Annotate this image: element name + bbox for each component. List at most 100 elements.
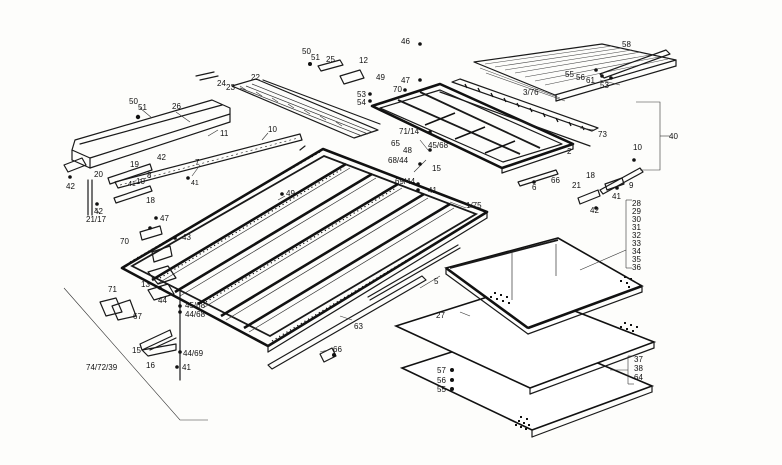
label-56b: 56	[437, 376, 446, 385]
label-1-75: 1/75	[466, 201, 482, 210]
bottom-left-feet	[99, 297, 177, 357]
label-74-72-39: 74/72/39	[86, 363, 118, 372]
label-41b: 41	[191, 180, 199, 187]
label-42c: 42	[94, 207, 103, 216]
label-42: 42	[157, 153, 166, 162]
rail-3-76	[439, 78, 599, 147]
top-right-subframe	[370, 82, 575, 174]
label-2: 2	[567, 147, 572, 156]
label-65: 65	[391, 139, 400, 148]
top-panel-1	[444, 237, 644, 335]
part-labels: 50 51 25 12 46 47 70 49 53 54 24 22 23 5…	[66, 37, 678, 394]
label-5: 5	[434, 277, 439, 286]
label-10: 10	[268, 125, 277, 134]
fasteners	[68, 42, 636, 391]
label-67: 67	[133, 312, 142, 321]
leader-lines	[94, 79, 621, 353]
bracket-28-36	[579, 199, 632, 271]
label-38: 38	[634, 364, 643, 373]
label-6: 6	[532, 183, 537, 192]
label-70b: 70	[120, 237, 129, 246]
right-small-parts	[517, 167, 644, 205]
label-13: 13	[141, 280, 150, 289]
label-49: 49	[376, 73, 385, 82]
label-15b: 15	[132, 346, 141, 355]
label-32: 32	[632, 231, 641, 240]
label-42b: 42	[66, 182, 75, 191]
label-63: 63	[354, 322, 363, 331]
label-8: 8	[147, 171, 152, 180]
top-grid-22	[231, 78, 381, 139]
label-66a: 66	[551, 176, 560, 185]
label-57: 57	[437, 366, 446, 375]
long-bars	[267, 244, 461, 370]
label-18b: 18	[586, 171, 595, 180]
label-24: 24	[217, 79, 226, 88]
label-55: 55	[565, 70, 574, 79]
label-31: 31	[632, 223, 641, 232]
label-50b: 50	[129, 97, 138, 106]
label-3-76: 3/76	[523, 88, 539, 97]
label-51b: 51	[138, 103, 147, 112]
top-left-rail	[63, 99, 231, 173]
label-26: 26	[172, 102, 181, 111]
label-44-69: 44/69	[183, 349, 204, 358]
label-56: 56	[576, 73, 585, 82]
subframe-slats	[424, 112, 516, 154]
label-47: 47	[401, 76, 410, 85]
frame-cross-bars	[151, 162, 455, 333]
bracket-74	[63, 287, 208, 421]
label-43: 43	[182, 233, 191, 242]
label-35: 35	[632, 255, 641, 264]
label-11: 11	[220, 129, 229, 138]
label-23: 23	[226, 83, 235, 92]
label-10c: 10	[633, 143, 642, 152]
label-22: 22	[251, 73, 260, 82]
label-54: 54	[357, 98, 366, 107]
label-53: 53	[357, 90, 366, 99]
label-71: 71	[108, 285, 117, 294]
label-44: 44	[158, 296, 167, 305]
label-66b: 66	[333, 345, 342, 354]
label-49b: 49	[286, 189, 295, 198]
label-44-68: 44/68	[185, 310, 206, 319]
label-42d: 42	[590, 206, 599, 215]
label-51: 51	[311, 53, 320, 62]
label-30: 30	[632, 215, 641, 224]
label-12: 12	[359, 56, 368, 65]
label-28: 28	[632, 199, 641, 208]
label-70: 70	[393, 85, 402, 94]
label-7: 7	[195, 158, 200, 167]
label-25: 25	[326, 55, 335, 64]
label-10b: 10	[136, 177, 145, 186]
label-45-68: 45/68	[428, 141, 449, 150]
label-58: 58	[622, 40, 631, 49]
label-21: 21	[572, 181, 581, 190]
label-61: 61	[586, 76, 595, 85]
label-41a: 41	[128, 181, 136, 188]
bracket-40	[636, 101, 670, 171]
main-frame	[120, 145, 489, 353]
label-41e: 41	[182, 363, 191, 372]
label-45-68b: 45/68	[185, 301, 206, 310]
top-left-strip-10	[114, 133, 303, 189]
label-27: 27	[436, 311, 445, 320]
corrugated-panel-58	[473, 43, 677, 102]
label-55b: 55	[437, 385, 446, 394]
label-64: 64	[634, 373, 643, 382]
label-29: 29	[632, 207, 641, 216]
label-68-44: 68/44	[388, 156, 409, 165]
label-9: 9	[629, 181, 634, 190]
label-33: 33	[632, 239, 641, 248]
label-47b: 47	[160, 214, 169, 223]
label-41d: 41	[612, 192, 621, 201]
label-46: 46	[401, 37, 410, 46]
label-34: 34	[632, 247, 641, 256]
frame-hole-rows	[129, 151, 483, 342]
label-19: 19	[130, 160, 139, 169]
top-small-parts	[195, 59, 365, 85]
label-53b: 53	[600, 81, 609, 90]
label-21-17: 21/17	[86, 215, 107, 224]
middle-panel-2	[393, 287, 657, 395]
